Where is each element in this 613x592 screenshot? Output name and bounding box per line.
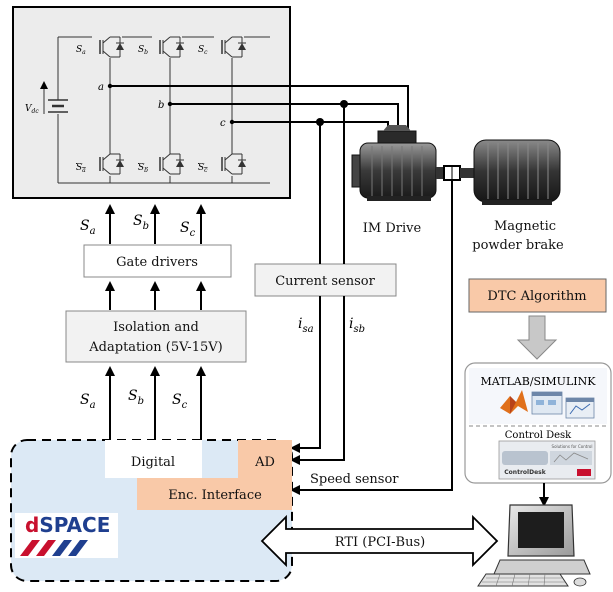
gate-signal-top-b: Sb [133, 213, 149, 232]
dspace-block: Digital AD Enc. Interface dSPACE [10, 439, 293, 582]
igbt-bottom-b [152, 153, 184, 176]
magnetic-brake-icon [473, 139, 561, 205]
switch-label-bottom-b: Sb [138, 163, 148, 174]
im-drive-label: IM Drive [363, 221, 422, 236]
gate-signal-bottom-a: Sa [80, 392, 96, 411]
current-sense-wires [290, 104, 345, 465]
inverter-outline [12, 6, 291, 199]
dtc-to-software-arrow [516, 315, 558, 360]
switch-label-top-a: Sa [76, 45, 86, 56]
controldesk-logo: ControlDesk [504, 469, 546, 476]
igbt-bottom-a [92, 153, 124, 176]
dspace-logo-d: d [25, 513, 39, 537]
matlab-label: MATLAB/SIMULINK [481, 375, 597, 388]
ad-label: AD [254, 455, 275, 470]
dc-source-icon [40, 81, 68, 114]
isolation-box: Isolation and Adaptation (5V-15V) [65, 310, 247, 363]
phase-label-b: b [158, 100, 164, 111]
dtc-algorithm-box: DTC Algorithm [468, 278, 607, 313]
isolation-line2: Adaptation (5V-15V) [88, 340, 222, 355]
enc-interface-label: Enc. Interface [168, 488, 262, 503]
dspace-logo-text: SPACE [39, 513, 110, 537]
inverter-block: Vdc [12, 6, 291, 199]
vdc-label: Vdc [25, 104, 39, 115]
rti-bus-arrow: RTI (PCI-Bus) [260, 514, 499, 568]
igbt-top-c [214, 36, 246, 58]
digital-label: Digital [131, 455, 175, 470]
dspace-logo: dSPACE [15, 513, 118, 558]
switch-label-top-b: Sb [138, 45, 148, 56]
brake-line1: Magnetic [494, 219, 556, 234]
gate-drivers-box: Gate drivers [83, 244, 232, 278]
computer-icon [477, 504, 591, 587]
controldesk-screen-icon: Solutions for Control ControlDesk [498, 440, 596, 480]
isolation-line1: Isolation and [113, 320, 199, 335]
gate-signal-bottom-b: Sb [128, 388, 144, 407]
current-label-sb: isb [349, 316, 365, 335]
svg-text:dSPACE: dSPACE [25, 513, 110, 537]
gate-signal-arrows-top [105, 204, 206, 244]
switch-label-bottom-a: Sa [76, 163, 86, 174]
controldesk-tagline: Solutions for Control [552, 444, 593, 449]
simulink-window-icon [531, 391, 595, 419]
gate-drivers-label: Gate drivers [116, 255, 198, 270]
phase-label-c: c [220, 118, 226, 129]
current-sensor-box: Current sensor [254, 263, 397, 297]
gate-signal-top-a: Sa [80, 218, 96, 237]
switch-label-bottom-c: Sc [198, 163, 208, 174]
switch-label-top-c: Sc [198, 45, 208, 56]
gate-signal-top-c: Sc [180, 220, 196, 239]
speed-sensor-label: Speed sensor [310, 472, 399, 487]
igbt-top-b [152, 36, 184, 58]
current-label-sa: isa [298, 316, 314, 335]
driver-input-arrows [105, 281, 206, 310]
induction-motor-icon [351, 125, 444, 201]
rti-label: RTI (PCI-Bus) [335, 535, 425, 550]
software-panel: MATLAB/SIMULINK Control Desk Solutions f… [464, 362, 612, 484]
dtc-algorithm-label: DTC Algorithm [487, 289, 586, 304]
gate-signal-bottom-c: Sc [172, 392, 188, 411]
shaft-coupling-icon [443, 165, 474, 181]
phase-label-a: a [98, 82, 104, 93]
speed-sensor-wire [290, 180, 453, 495]
igbt-top-a [92, 36, 124, 58]
current-sensor-label: Current sensor [275, 274, 375, 289]
isolation-input-arrows [105, 366, 206, 440]
brake-line2: powder brake [472, 238, 564, 253]
igbt-bottom-c [214, 153, 246, 176]
matlab-logo-icon [500, 390, 528, 414]
control-desk-label: Control Desk [505, 430, 572, 441]
